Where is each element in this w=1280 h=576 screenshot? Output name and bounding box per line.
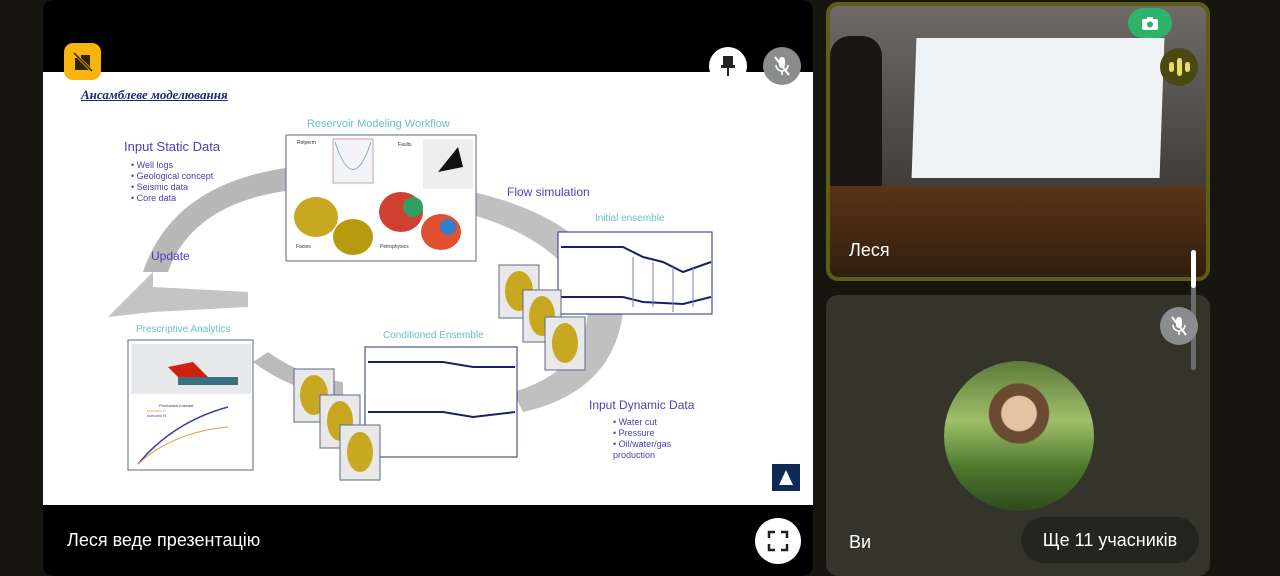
shared-slide: Ансамблеве моделювання Input Static Data… (43, 72, 813, 505)
list-item: • Core data (131, 193, 177, 203)
input-dynamic-heading: Input Dynamic Data (589, 398, 695, 412)
fullscreen-button[interactable] (755, 518, 801, 564)
avatar (944, 361, 1094, 511)
initial-ensemble-label: Initial ensemble (595, 213, 665, 224)
conditioned-ensemble-label: Conditioned Ensemble (383, 330, 484, 341)
forecast-title: Production forecast (159, 403, 194, 408)
input-dynamic-list: • Water cut • Pressure • Oil/water/gas p… (613, 417, 693, 461)
input-static-list: • Well logs • Geological concept • Seism… (131, 160, 213, 204)
participant-tile-self[interactable]: Ви Ще 11 учасників (826, 295, 1210, 576)
update-label: Update (151, 249, 190, 263)
facies-label: Facies (296, 244, 311, 250)
scrollbar-thumb[interactable] (1191, 250, 1196, 288)
mic-off-icon (774, 56, 790, 76)
legend-scenario-a: scenario A (147, 408, 166, 413)
flow-simulation-label: Flow simulation (507, 185, 590, 199)
presenter-figure (830, 36, 882, 196)
speaking-indicator-icon (1160, 48, 1198, 86)
floor (830, 186, 1206, 277)
faults-label: Faults (398, 142, 412, 148)
scrollbar[interactable] (1191, 250, 1196, 370)
prescriptive-heading: Prescriptive Analytics (136, 324, 231, 335)
no-video-icon (64, 43, 101, 80)
mic-off-indicator (763, 47, 801, 85)
participant-name: Ви (849, 532, 872, 552)
mic-off-indicator (1160, 307, 1198, 345)
petrophysics-label: Petrophysics (380, 244, 409, 250)
mic-off-icon (1171, 316, 1187, 336)
slide-title: Ансамблеве моделювання (81, 87, 228, 102)
workflow-heading: Reservoir Modeling Workflow (307, 118, 450, 130)
pin-icon (721, 56, 735, 76)
camera-button[interactable] (1128, 8, 1172, 38)
list-item: • Pressure (613, 428, 655, 438)
list-item: • Geological concept (131, 171, 214, 181)
camera-icon (1142, 16, 1158, 30)
list-item: • Water cut (613, 417, 657, 427)
presenter-status: Леся веде презентацію (67, 530, 261, 550)
workflow-diagram (108, 134, 800, 491)
projected-screen (911, 38, 1165, 178)
presentation-tile[interactable]: Ансамблеве моделювання Input Static Data… (43, 0, 813, 576)
list-item: • Well logs (131, 160, 173, 170)
fullscreen-icon (767, 530, 789, 552)
input-static-heading: Input Static Data (124, 139, 221, 154)
more-participants-button[interactable]: Ще 11 учасників (1021, 517, 1199, 563)
relperm-label: Relperm (297, 140, 316, 146)
list-item: • Oil/water/gas production (613, 439, 672, 460)
participant-tile-lesia[interactable]: Леся (826, 2, 1210, 281)
list-item: • Seismic data (131, 182, 189, 192)
participant-name: Леся (849, 240, 890, 260)
legend-scenario-b: scenario B (147, 413, 166, 418)
pin-button[interactable] (709, 47, 747, 85)
